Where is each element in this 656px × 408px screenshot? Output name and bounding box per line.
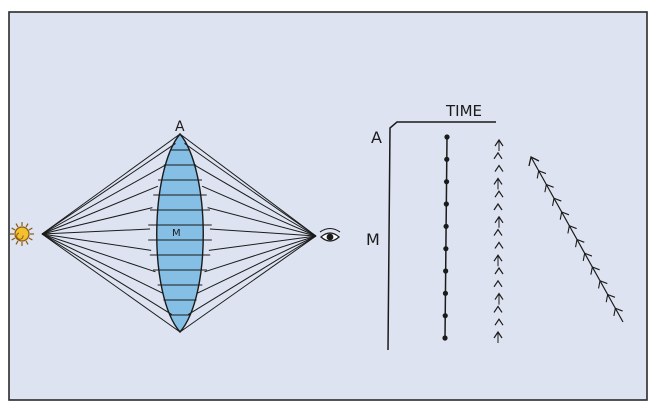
time-dot (443, 291, 448, 296)
time-dot (444, 134, 449, 139)
time-dot (442, 335, 447, 340)
time-dot (443, 313, 448, 318)
time-header: TIME (445, 102, 482, 120)
time-dot (443, 246, 448, 251)
time-dot (444, 224, 449, 229)
diagram-panel (9, 12, 647, 400)
lens-center-label: M (172, 228, 181, 239)
time-dot (444, 157, 449, 162)
time-dot (443, 268, 448, 273)
time-dot (444, 201, 449, 206)
time-dot (444, 179, 449, 184)
lens-top-label: A (175, 119, 185, 135)
axis-label-a: A (371, 128, 382, 147)
axis-label-m: M (366, 230, 380, 249)
